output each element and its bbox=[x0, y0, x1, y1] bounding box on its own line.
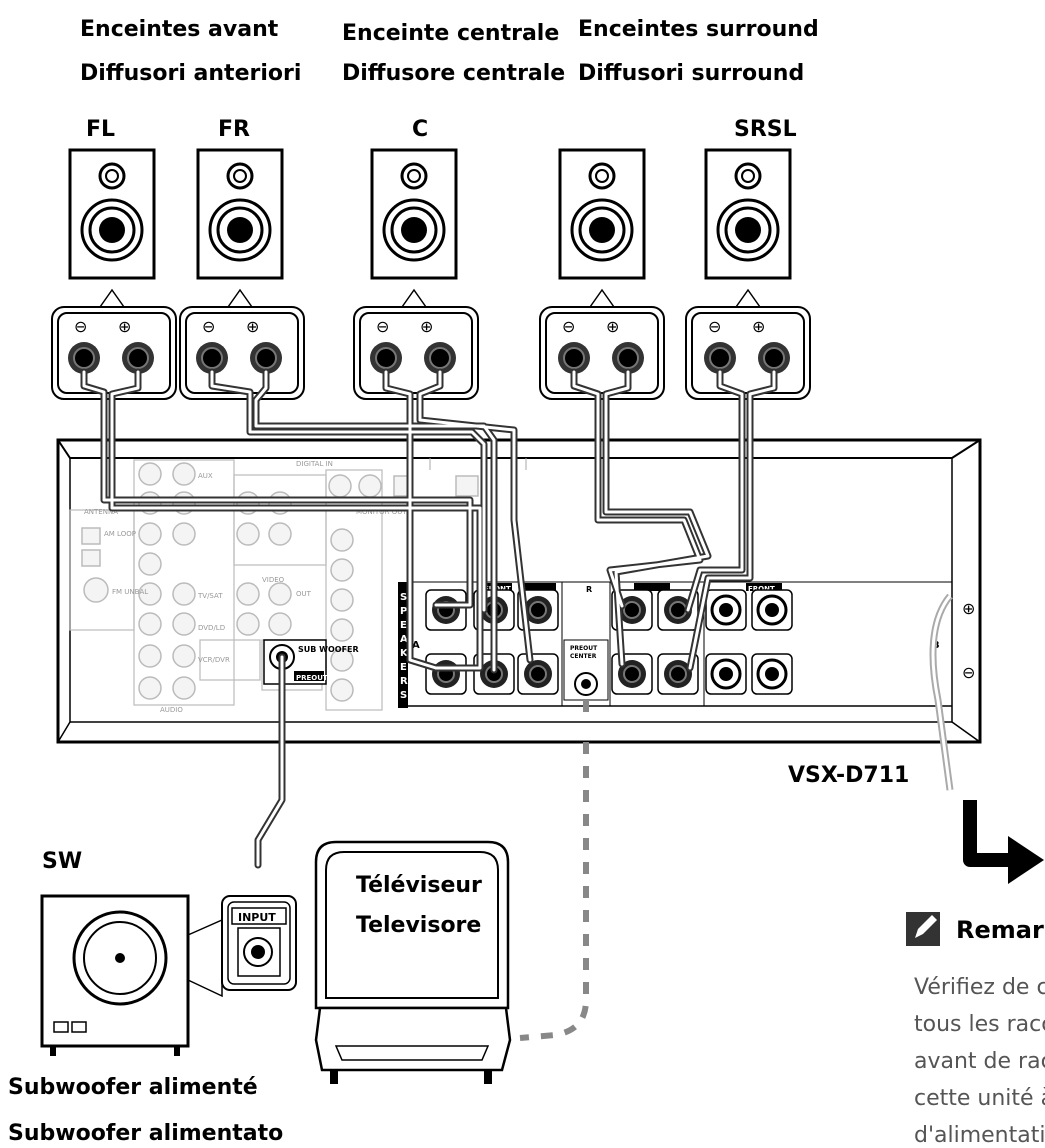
subwoofer bbox=[40, 894, 223, 1056]
svg-text:FM UNBAL: FM UNBAL bbox=[112, 588, 148, 596]
svg-text:⊕: ⊕ bbox=[118, 317, 131, 336]
svg-text:⊕: ⊕ bbox=[752, 317, 765, 336]
header-front-it: Diffusori anteriori bbox=[80, 61, 301, 86]
svg-text:⊖: ⊖ bbox=[708, 317, 721, 336]
speaker-label-srsl: SRSL bbox=[734, 117, 797, 142]
receiver-model-label: VSX-D711 bbox=[788, 763, 909, 788]
note-title: Remar bbox=[956, 916, 1044, 944]
terminal-box-fl: ⊖ ⊕ bbox=[51, 306, 177, 400]
subwoofer-caption-fr: Subwoofer alimenté bbox=[8, 1075, 258, 1100]
jack-labels: AUX DIGITAL IN ANTENNA VIDEO MONITOR OUT… bbox=[84, 460, 407, 714]
terminal-box-c: ⊖ ⊕ bbox=[353, 306, 479, 400]
svg-text:FRONT: FRONT bbox=[748, 585, 775, 593]
svg-text:S: S bbox=[400, 592, 407, 603]
terminal-box-fr: ⊖ ⊕ bbox=[179, 306, 305, 400]
svg-text:VIDEO: VIDEO bbox=[262, 576, 285, 584]
svg-text:avant de racc: avant de racc bbox=[914, 1049, 1045, 1074]
svg-text:DIGITAL IN: DIGITAL IN bbox=[296, 460, 333, 468]
svg-text:E: E bbox=[400, 620, 407, 631]
tv-label-it: Televisore bbox=[356, 913, 481, 938]
svg-text:AUDIO: AUDIO bbox=[160, 706, 183, 714]
arrow-icon bbox=[963, 800, 1010, 867]
speaker-srsr bbox=[558, 148, 646, 280]
svg-text:⊕: ⊕ bbox=[606, 317, 619, 336]
speaker-cables bbox=[80, 368, 778, 869]
speaker-c bbox=[370, 148, 458, 280]
svg-text:DVD/LD: DVD/LD bbox=[198, 624, 225, 632]
svg-text:d'alimentatio: d'alimentatio bbox=[914, 1123, 1045, 1148]
svg-text:SUB WOOFER: SUB WOOFER bbox=[298, 645, 359, 654]
svg-text:K: K bbox=[400, 648, 409, 659]
note-section: Remar Vérifiez de co tous les racc avant… bbox=[906, 912, 1045, 1148]
tv-label-fr: Téléviseur bbox=[356, 873, 482, 898]
terminal-box-srsr: ⊖ ⊕ bbox=[539, 306, 665, 400]
header-center-fr: Enceinte centrale bbox=[342, 21, 559, 46]
terminal-callouts bbox=[99, 288, 761, 308]
svg-text:⊖: ⊖ bbox=[376, 317, 389, 336]
television: Téléviseur Televisore bbox=[314, 840, 512, 1084]
terminal-box-srsl: ⊖ ⊕ bbox=[685, 306, 811, 400]
svg-text:Vérifiez de co: Vérifiez de co bbox=[914, 975, 1045, 1000]
svg-text:⊖: ⊖ bbox=[962, 663, 975, 682]
speaker-label-c: C bbox=[412, 117, 428, 142]
subwoofer-input-label: INPUT bbox=[238, 911, 276, 924]
speaker-srsl bbox=[704, 148, 792, 280]
svg-text:S: S bbox=[400, 690, 407, 701]
svg-text:CENTER: CENTER bbox=[570, 653, 597, 660]
svg-text:AUX: AUX bbox=[198, 472, 213, 480]
svg-text:R: R bbox=[400, 676, 408, 687]
svg-text:⊕: ⊕ bbox=[962, 599, 975, 618]
svg-text:VCR/DVR: VCR/DVR bbox=[198, 656, 230, 664]
svg-text:A: A bbox=[400, 634, 408, 645]
header-surround-fr: Enceintes surround bbox=[578, 17, 819, 42]
speaker-label-fr: FR bbox=[218, 117, 250, 142]
svg-text:A: A bbox=[412, 640, 420, 651]
subwoofer-caption-it: Subwoofer alimentato bbox=[8, 1121, 283, 1146]
svg-text:cette unité à: cette unité à bbox=[914, 1086, 1045, 1111]
header-surround-it: Diffusori surround bbox=[578, 61, 804, 86]
svg-text:⊕: ⊕ bbox=[420, 317, 433, 336]
subwoofer-input-panel: INPUT bbox=[221, 895, 297, 991]
video-dashed-line bbox=[519, 700, 589, 1041]
svg-text:P: P bbox=[400, 606, 407, 617]
svg-text:tous les racc: tous les racc bbox=[914, 1012, 1045, 1037]
svg-text:TV/SAT: TV/SAT bbox=[197, 592, 223, 600]
header-center-it: Diffusore centrale bbox=[342, 61, 565, 86]
svg-text:ANTENNA: ANTENNA bbox=[84, 508, 118, 516]
speaker-label-fl: FL bbox=[86, 117, 115, 142]
svg-text:OUT: OUT bbox=[296, 590, 312, 598]
svg-text:⊖: ⊖ bbox=[202, 317, 215, 336]
svg-text:AM LOOP: AM LOOP bbox=[104, 530, 136, 538]
header-front-fr: Enceintes avant bbox=[80, 17, 279, 42]
svg-text:PREOUT: PREOUT bbox=[570, 645, 598, 652]
svg-text:E: E bbox=[400, 662, 407, 673]
subwoofer-label: SW bbox=[42, 849, 82, 874]
power-cord bbox=[929, 593, 954, 791]
speaker-fl bbox=[68, 148, 156, 280]
arrow-head-icon bbox=[1008, 836, 1044, 884]
svg-text:⊕: ⊕ bbox=[246, 317, 259, 336]
svg-text:MONITOR OUT: MONITOR OUT bbox=[356, 508, 407, 516]
svg-text:⊖: ⊖ bbox=[74, 317, 87, 336]
speaker-fr bbox=[196, 148, 284, 280]
svg-text:PREOUT: PREOUT bbox=[296, 674, 328, 682]
svg-text:⊖: ⊖ bbox=[562, 317, 575, 336]
svg-text:R: R bbox=[586, 585, 592, 594]
